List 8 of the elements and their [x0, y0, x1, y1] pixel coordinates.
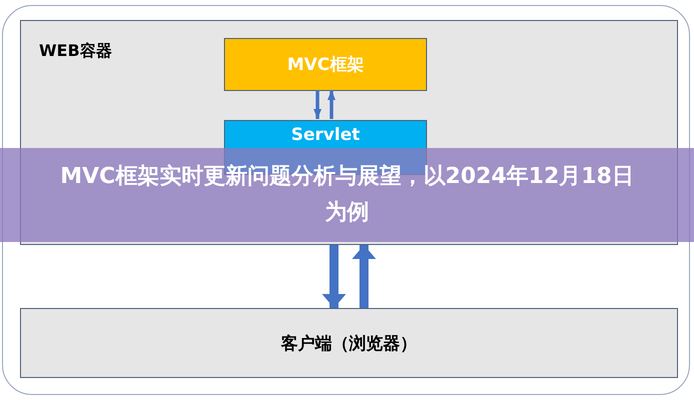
arrow: [322, 245, 346, 308]
client-box: 客户端（浏览器）: [20, 308, 678, 378]
title-banner: MVC框架实时更新问题分析与展望，以2024年12月18日为例: [0, 148, 694, 242]
container-heading: WEB容器: [39, 41, 112, 62]
arrow: [352, 245, 376, 308]
arrow: [314, 90, 322, 119]
framework-box: MVC框架: [224, 38, 427, 91]
arrow: [328, 90, 336, 119]
